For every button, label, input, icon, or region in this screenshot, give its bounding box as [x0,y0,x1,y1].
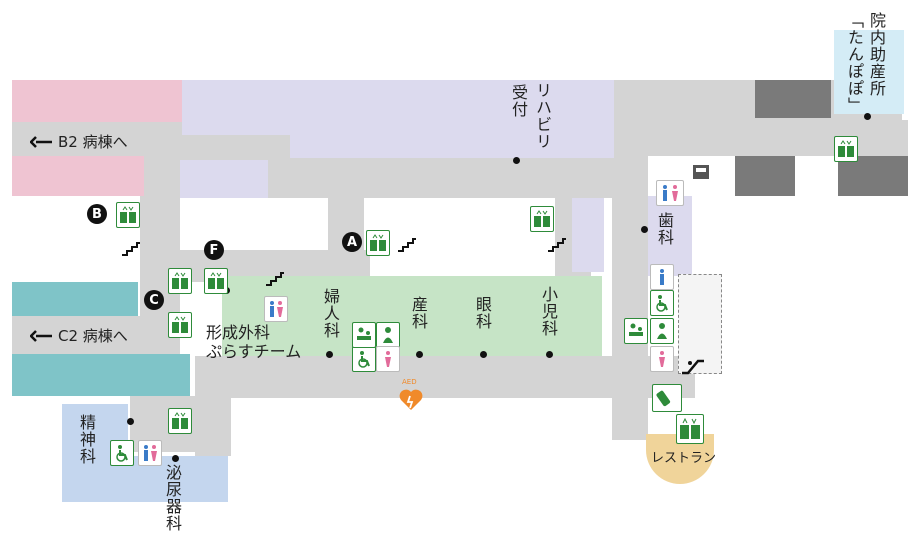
pediatrics-label: 小児科 [539,286,558,337]
stairs-icon [264,266,286,290]
obstetrics-label: 産科 [409,296,428,330]
arrow-left-icon [30,329,52,342]
restroom-female-icon [650,346,674,372]
escalator-area [678,274,722,374]
corridor-right-horizontal [648,120,908,156]
dental-label: 歯科 [655,212,674,246]
elevator-icon[interactable] [834,136,858,162]
b2-label: B2 病棟へ [58,133,128,151]
nursing-icon [376,322,400,348]
c2-label: C2 病棟へ [58,327,128,345]
aed-icon [398,388,424,412]
restroom-female-icon [376,346,400,372]
nursing-icon [650,318,674,344]
midwife-area [834,30,904,114]
pediatrics-location-dot [546,351,553,358]
elevator-icon[interactable] [116,202,140,228]
wheelchair-icon [110,440,134,466]
elevator-icon[interactable] [168,312,192,338]
plastic-surgery-label: 形成外科 [206,323,271,342]
psychiatry-location-dot [127,418,134,425]
marker-b[interactable]: B [87,204,107,224]
ward-area-pink-top [12,80,182,122]
wheelchair-icon [650,290,674,316]
stairs-icon [396,232,418,256]
rehab-location-dot [513,157,520,164]
marker-f[interactable]: F [204,240,224,260]
rehab-area-lower [290,128,614,158]
rehab-label: リハビリ [533,82,552,150]
elevator-icon[interactable] [204,268,228,294]
dental-area [648,196,692,276]
elevator-icon[interactable] [168,268,192,294]
midwife-location-dot [864,113,871,120]
ophthalmology-label: 眼科 [473,296,492,330]
urology-label: 泌尿器科 [163,464,182,532]
lavender-strip [572,198,604,272]
restroom-icon [264,296,288,322]
baby-care-icon [624,318,648,344]
corridor-bottom-horizontal [195,356,695,398]
baby-care-icon [352,322,376,348]
elevator-icon[interactable] [530,206,554,232]
restaurant-label: レストラン [651,451,717,466]
tanpopo-label: 「たんぽぽ」 [845,12,864,114]
restroom-icon [138,440,162,466]
dental-location-dot [641,226,648,233]
dark-room-3 [838,156,908,196]
shop-icon [652,384,682,412]
obgyn-label: 婦人科 [321,288,340,339]
marker-a[interactable]: A [342,232,362,252]
ward-area-pink-bottom [12,156,144,196]
urology-location-dot [172,455,179,462]
aed-label: AED [402,378,417,386]
ophthalmology-location-dot [480,351,487,358]
marker-c[interactable]: C [144,290,164,310]
dark-room-2 [735,156,795,196]
midwife-label: 院内助産所 [867,12,886,97]
ward-area-teal-bottom [12,354,190,396]
c2-ward-direction[interactable]: C2 病棟へ [30,325,128,346]
restroom-icon [656,180,684,206]
lavender-small-room [180,160,268,198]
elevator-icon[interactable] [676,414,704,444]
elevator-icon[interactable] [366,230,390,256]
stairs-icon [546,232,568,256]
psychiatry-label: 精神科 [77,414,96,465]
obstetrics-location-dot [416,351,423,358]
reception-label: 受付 [509,84,528,118]
corridor-right-vertical [612,80,648,440]
corridor-to-urology [195,396,231,456]
rehab-area [182,80,614,135]
atm-icon [690,162,714,184]
stairs-icon [120,236,142,260]
dark-room-1 [755,80,831,118]
b2-ward-direction[interactable]: B2 病棟へ [30,131,128,152]
ward-area-teal-top [12,282,138,316]
escalator-icon [678,354,708,378]
wheelchair-icon [352,346,376,372]
elevator-icon[interactable] [168,408,192,434]
plus-team-label: ぷらすチーム [206,342,302,361]
arrow-left-icon [30,135,52,148]
restroom-male-icon [650,264,674,290]
obgyn-location-dot [326,351,333,358]
